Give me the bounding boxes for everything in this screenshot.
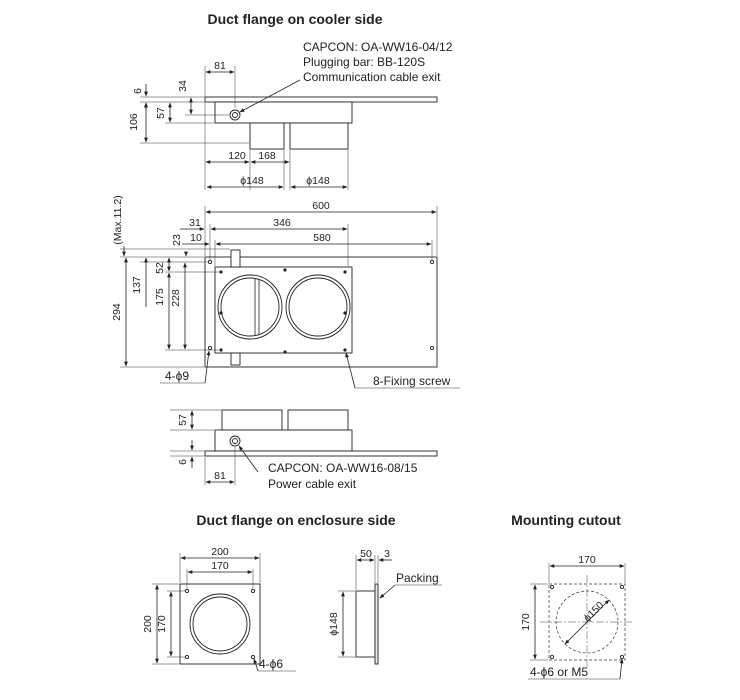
dim-front-600: 600 xyxy=(312,200,330,212)
dim-top-106: 106 xyxy=(128,113,140,131)
dim-front-294: 294 xyxy=(111,303,123,321)
dim-top-81: 81 xyxy=(214,60,226,72)
dim-bottom-6: 6 xyxy=(177,459,189,465)
note-plugging-bar: Plugging bar: BB-120S xyxy=(303,55,425,69)
dim-top-57: 57 xyxy=(155,107,167,119)
mounting-cutout: 170 170 ϕ150 4-ϕ6 or M5 xyxy=(520,554,634,680)
note-comm-cable-exit: Communication cable exit xyxy=(303,70,441,84)
bottom-duct-right xyxy=(287,409,349,431)
front-connector-top xyxy=(230,249,241,268)
dim-top-phi148-right: ϕ148 xyxy=(306,175,330,187)
dim-front-23: 23 xyxy=(171,234,183,246)
dim-flange-170w: 170 xyxy=(211,560,229,572)
dim-front-max: (Max.11.2) xyxy=(112,195,124,244)
note-hole-spec-flange: 4-ϕ6 xyxy=(259,657,283,671)
dim-flange-200h: 200 xyxy=(142,615,154,633)
dim-cutout-170w: 170 xyxy=(578,554,596,566)
flange-side-plate xyxy=(374,583,379,665)
dim-bottom-81: 81 xyxy=(214,470,226,482)
note-capcon-bottom: CAPCON: OA-WW16-08/15 xyxy=(268,461,418,475)
dim-front-52: 52 xyxy=(154,262,166,274)
title-mounting-cutout: Mounting cutout xyxy=(511,512,621,528)
title-cooler-side: Duct flange on cooler side xyxy=(207,11,382,27)
dim-front-175: 175 xyxy=(154,288,166,306)
note-hole-spec-cutout: 4-ϕ6 or M5 xyxy=(530,665,588,679)
top-duct-right xyxy=(289,122,349,150)
bottom-plate xyxy=(204,450,438,457)
top-plate xyxy=(204,96,438,103)
flange-side-duct xyxy=(355,590,376,658)
top-duct-left xyxy=(249,122,285,150)
enclosure-flange-front: 200 170 200 170 4-ϕ6 xyxy=(142,546,296,672)
note-packing: Packing xyxy=(396,571,439,585)
dim-top-168: 168 xyxy=(258,150,276,162)
note-hole-spec-front: 4-ϕ9 xyxy=(165,369,189,383)
dim-top-phi148-left: ϕ148 xyxy=(240,175,264,187)
dim-front-10: 10 xyxy=(190,232,202,244)
dim-cutout-170h: 170 xyxy=(520,613,532,631)
note-capcon-top: CAPCON: OA-WW16-04/12 xyxy=(303,40,453,54)
dim-flange-200w: 200 xyxy=(211,546,229,558)
dim-top-6: 6 xyxy=(132,88,144,94)
dim-front-346: 346 xyxy=(273,217,291,229)
dim-front-137: 137 xyxy=(131,276,143,294)
dim-bottom-57: 57 xyxy=(177,414,189,426)
dim-top-120: 120 xyxy=(228,150,246,162)
fixing-screws xyxy=(219,268,347,354)
flange-duct-inner xyxy=(192,596,248,652)
dim-front-228: 228 xyxy=(170,289,182,307)
bottom-duct-left xyxy=(221,409,283,431)
front-view: 600 346 580 31 10 23 (Max.11.2) 52 137 1… xyxy=(111,195,460,389)
front-connector-bottom xyxy=(230,352,241,366)
dim-side-phi148: ϕ148 xyxy=(328,612,340,636)
note-power-cable-exit: Power cable exit xyxy=(268,477,357,491)
dim-side-50: 50 xyxy=(360,548,372,560)
dim-flange-170h: 170 xyxy=(156,615,168,633)
dim-front-31: 31 xyxy=(189,217,201,229)
dim-top-34: 34 xyxy=(177,80,189,92)
dim-front-580: 580 xyxy=(313,232,331,244)
enclosure-flange-side: 50 3 ϕ148 Packing xyxy=(328,548,442,665)
title-enclosure-side: Duct flange on enclosure side xyxy=(196,512,395,528)
dim-cutout-phi150: ϕ150 xyxy=(581,599,606,624)
note-fixing-screw: 8-Fixing screw xyxy=(373,374,451,388)
bottom-view: 57 6 81 CAPCON: OA-WW16-08/15 Power cabl… xyxy=(170,409,438,491)
dim-side-3: 3 xyxy=(384,548,390,560)
top-view: 81 6 34 106 57 120 168 ϕ148 ϕ148 CAPCON:… xyxy=(128,40,453,190)
